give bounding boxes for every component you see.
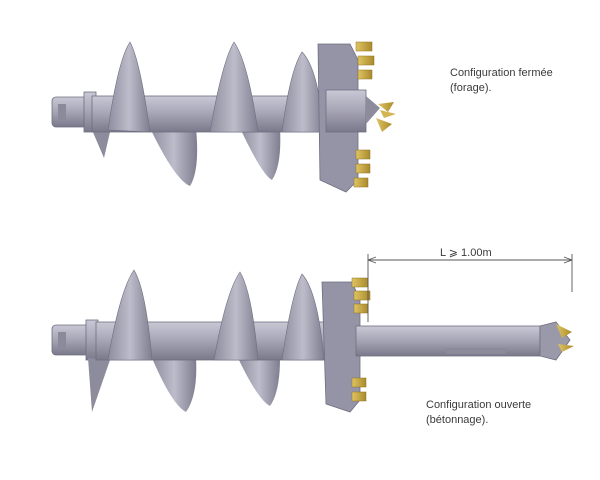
drive-head-closed: [51, 91, 97, 133]
flight-upper-4: [107, 269, 153, 361]
flight-upper-5: [213, 271, 259, 361]
caption-open-line2: (bétonnage).: [426, 414, 489, 426]
flight-lower-2: [150, 128, 198, 186]
cutting-head-closed: [317, 43, 380, 193]
extended-tube: [355, 321, 571, 361]
cutter-teeth-closed: [353, 41, 396, 188]
auger-open: [51, 269, 574, 413]
flight-lower-1: [92, 130, 110, 158]
caption-closed-line1: Configuration fermée: [450, 67, 553, 79]
flight-lower-4: [88, 358, 110, 412]
caption-open: Configuration ouverte (bétonnage).: [426, 398, 531, 428]
auger-closed: [51, 41, 396, 193]
dimension-label: L ⩾ 1.00m: [440, 247, 492, 259]
caption-closed: Configuration fermée (forage).: [450, 66, 553, 96]
flight-lower-5: [152, 358, 197, 412]
caption-open-line1: Configuration ouverte: [426, 399, 532, 411]
flight-upper-3: [281, 51, 325, 133]
flight-lower-3: [240, 128, 281, 180]
flight-lower-6: [238, 358, 280, 406]
flight-upper-2: [209, 41, 259, 133]
flight-upper-1: [107, 41, 151, 133]
caption-closed-line2: (forage).: [450, 82, 492, 94]
drive-head-open: [51, 319, 99, 361]
flight-upper-6: [281, 273, 325, 361]
cutter-teeth-open: [351, 277, 574, 402]
dimension-line: [367, 254, 573, 322]
